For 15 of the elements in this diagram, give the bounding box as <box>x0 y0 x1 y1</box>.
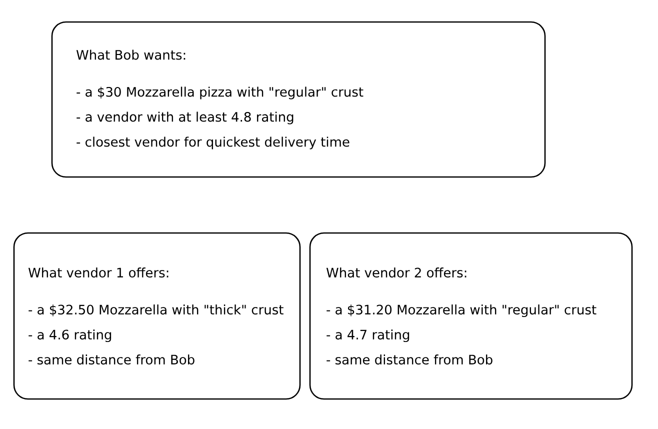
heading: What Bob wants: <box>76 50 186 60</box>
bullet-item: - a $32.50 Mozzarella with "thick" crust <box>28 304 284 316</box>
text-box <box>51 21 546 178</box>
bullet-item: - a 4.6 rating <box>28 329 112 342</box>
bullet-item: - same distance from Bob <box>28 354 194 365</box>
text-box <box>13 232 301 400</box>
text-box <box>309 232 633 400</box>
bullet-item: - a $31.20 Mozzarella with "regular" crust <box>326 304 596 318</box>
bullet-item: - a vendor with at least 4.8 rating <box>76 112 294 124</box>
bullet-item: - a 4.7 rating <box>326 329 410 342</box>
bullet-item: - closest vendor for quickest delivery time <box>76 136 350 150</box>
heading: What vendor 1 offers: <box>28 267 168 278</box>
bullet-item: - same distance from Bob <box>326 354 492 365</box>
bullet-item: - a $30 Mozzarella pizza with "regular" crust <box>76 86 364 100</box>
heading: What vendor 2 offers: <box>326 267 466 278</box>
